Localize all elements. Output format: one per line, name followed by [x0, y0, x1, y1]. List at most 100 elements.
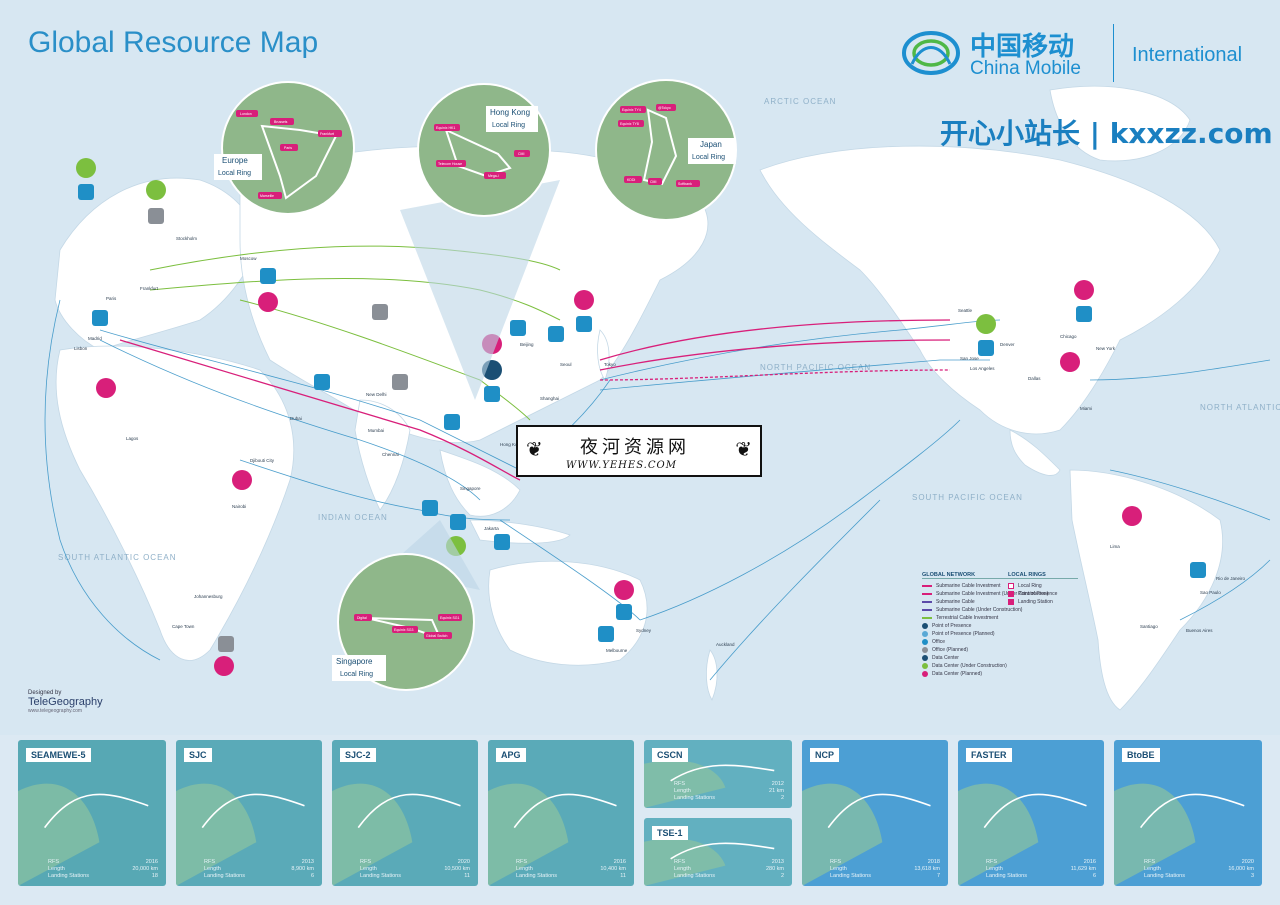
brand-name-en: China Mobile: [970, 58, 1081, 79]
legend-label: Point of Presence: [932, 623, 972, 629]
ornament-right-icon: ❦: [735, 437, 752, 461]
data-center-planned-marker: [1074, 280, 1094, 300]
legend-swatch-icon: [922, 623, 928, 629]
cable-panel-map: [958, 783, 1087, 886]
node-label: Mega-i: [488, 174, 499, 178]
city-label: Beijing: [520, 342, 534, 347]
china-mobile-logo-icon: [902, 31, 960, 75]
city-label: Jakarta: [484, 526, 499, 531]
stat-value: 11,629 km: [1070, 866, 1096, 872]
legend-swatch-icon: [922, 639, 928, 645]
stat-value: 16,000 km: [1228, 866, 1254, 872]
city-label: Mumbai: [368, 428, 384, 433]
site-markers: [76, 158, 1206, 676]
data-center-marker: [76, 158, 96, 178]
node-label: @Tokyo: [658, 106, 671, 110]
legend-label: Terrestrial Cable Investment: [936, 615, 999, 621]
cable-panel-map: [644, 838, 775, 886]
city-label: Melbourne: [606, 648, 628, 653]
city-label: Stockholm: [176, 236, 197, 241]
inset-label-japan: Japan: [700, 140, 722, 149]
legend-swatch-icon: [922, 601, 932, 603]
label-south-pacific: SOUTH PACIFIC OCEAN: [912, 493, 1023, 502]
stat-label: Length: [674, 788, 691, 794]
stat-value: 10,400 km: [600, 866, 626, 872]
data-center-planned-marker: [232, 470, 252, 490]
office-marker: [548, 326, 564, 342]
cable-panel-map: [802, 783, 931, 886]
designer-name: TeleGeography: [28, 696, 103, 708]
office-marker: [1076, 306, 1092, 322]
label-indian-ocean: INDIAN OCEAN: [318, 513, 388, 522]
office-marker: [576, 316, 592, 332]
city-label: Madrid: [88, 336, 102, 341]
panel-cable-route: [43, 793, 149, 829]
legend-swatch-icon: [1008, 591, 1014, 597]
cable-panel-name: APG: [496, 748, 526, 762]
stat-value: 7: [936, 873, 940, 879]
office-marker: [422, 500, 438, 516]
legend-swatch-icon: [922, 593, 932, 595]
legend-label: Submarine Cable: [936, 599, 975, 605]
data-center-planned-marker: [614, 580, 634, 600]
panel-cable-route: [1139, 793, 1245, 829]
panel-cable-route: [670, 764, 775, 782]
node-label: Marseille: [260, 194, 274, 198]
legend-swatch-icon: [922, 647, 928, 653]
world-map[interactable]: ARCTIC OCEAN NORTH PACIFIC OCEAN SOUTH P…: [0, 0, 1280, 735]
legend-item: Office: [922, 638, 1072, 646]
panel-cable-route: [983, 793, 1087, 829]
city-label: Cape Town: [172, 624, 195, 629]
stat-label: RFS: [516, 859, 527, 865]
office-marker: [978, 340, 994, 356]
city-label: Santiago: [1140, 624, 1158, 629]
stat-value: 10,500 km: [444, 866, 470, 872]
office-marker: [616, 604, 632, 620]
panel-cable-route: [827, 793, 931, 829]
city-label: Denver: [1000, 342, 1015, 347]
city-label: Singapore: [460, 486, 481, 491]
legend-item: Submarine Cable Investment (Under Constr…: [922, 590, 1072, 598]
city-label: New York: [1096, 346, 1116, 351]
stat-value: 2013: [301, 859, 314, 865]
office-planned-marker: [218, 636, 234, 652]
city-label: Auckland: [716, 642, 735, 647]
city-label: Sao Paulo: [1200, 590, 1221, 595]
inset-label-singapore: Singapore: [336, 657, 373, 666]
data-center-planned-marker: [96, 378, 116, 398]
label-arctic-ocean: ARCTIC OCEAN: [764, 97, 836, 106]
legend-item: Submarine Cable Investment: [922, 582, 1072, 590]
legend-item: Office (Planned): [922, 646, 1072, 654]
stat-label: RFS: [48, 859, 59, 865]
panel-cable-route: [670, 842, 775, 860]
stat-label: Length: [516, 866, 533, 872]
legend-item: Data Center: [922, 654, 1072, 662]
city-label: Lima: [1110, 544, 1120, 549]
land-south-america: [1069, 469, 1223, 711]
office-planned-marker: [372, 304, 388, 320]
stat-label: Landing Stations: [674, 873, 715, 879]
stat-label: Landing Stations: [204, 873, 245, 879]
legend-label: Local Ring: [1018, 583, 1042, 589]
panel-cable-route: [357, 793, 461, 829]
panel-land: [18, 783, 100, 886]
